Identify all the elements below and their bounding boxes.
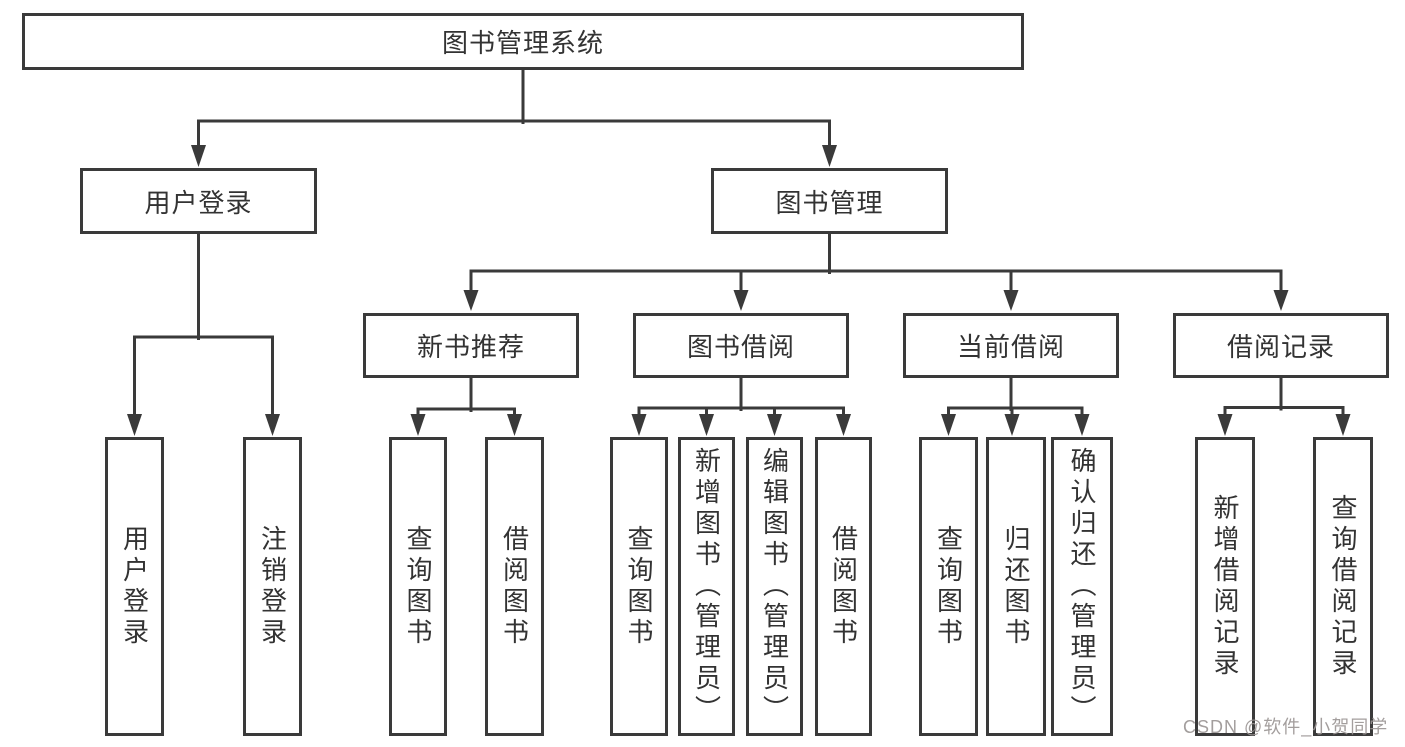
leaf-borrow-books-recommend: 借阅图书: [485, 437, 544, 736]
connector-horizontal-lines: [133, 119, 1345, 411]
leaf-add-books-admin: 新增图书（管理员）: [678, 437, 735, 736]
node-book-management: 图书管理: [711, 168, 948, 234]
leaf-borrow-books-recommend-label: 借阅图书: [499, 524, 530, 649]
leaf-confirm-return-admin: 确认归还（管理员）: [1051, 437, 1113, 736]
connector-vertical-lines: [197, 68, 1283, 412]
leaf-add-borrow-record-label: 新增借阅记录: [1210, 493, 1240, 680]
leaf-logout: 注销登录: [243, 437, 302, 736]
csdn-watermark: CSDN @软件_小贺同学: [1183, 717, 1389, 737]
leaf-query-borrow-record-label: 查询借阅记录: [1328, 493, 1358, 680]
node-library-management-system: 图书管理系统: [22, 13, 1024, 70]
leaf-query-books-recommend: 查询图书: [389, 437, 447, 736]
leaf-borrow-books-label: 借阅图书: [828, 524, 859, 649]
leaf-return-books: 归还图书: [986, 437, 1046, 736]
leaf-add-borrow-record: 新增借阅记录: [1195, 437, 1255, 736]
connector-arrow-stems: [133, 121, 1345, 416]
leaf-add-books-admin-label: 新增图书（管理员）: [691, 447, 722, 726]
leaf-user-login-label: 用户登录: [119, 524, 150, 649]
arrowheads: [127, 145, 1351, 436]
leaf-confirm-return-admin-label: 确认归还（管理员）: [1067, 447, 1097, 726]
node-user-login: 用户登录: [80, 168, 317, 234]
leaf-query-books-borrow: 查询图书: [610, 437, 668, 736]
leaf-borrow-books: 借阅图书: [815, 437, 872, 736]
leaf-query-books-current-label: 查询图书: [933, 524, 964, 649]
leaf-edit-books-admin: 编辑图书（管理员）: [746, 437, 803, 736]
node-current-borrowing: 当前借阅: [903, 313, 1119, 378]
node-book-borrowing: 图书借阅: [633, 313, 849, 378]
leaf-return-books-label: 归还图书: [1001, 524, 1031, 649]
leaf-edit-books-admin-label: 编辑图书（管理员）: [759, 447, 790, 726]
leaf-query-books-recommend-label: 查询图书: [403, 524, 433, 649]
leaf-query-borrow-record: 查询借阅记录: [1313, 437, 1373, 736]
leaf-query-books-current: 查询图书: [919, 437, 978, 736]
leaf-user-login: 用户登录: [105, 437, 164, 736]
node-borrowing-records: 借阅记录: [1173, 313, 1389, 378]
leaf-query-books-borrow-label: 查询图书: [624, 524, 654, 649]
node-new-book-recommendation: 新书推荐: [363, 313, 579, 378]
leaf-logout-label: 注销登录: [257, 524, 288, 649]
